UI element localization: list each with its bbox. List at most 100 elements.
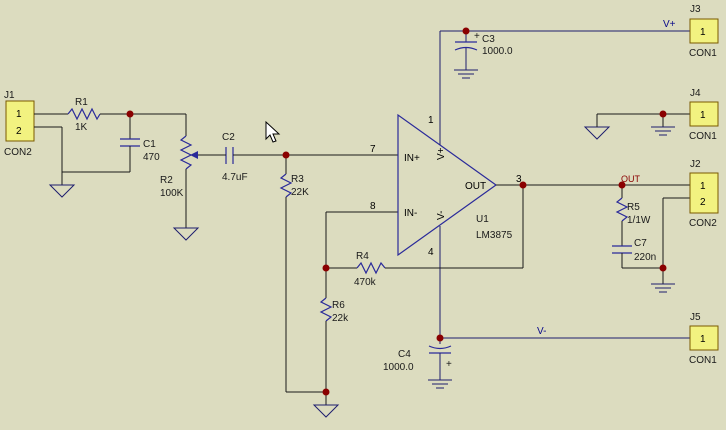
junctions — [126, 27, 667, 396]
c3-value: 1000.0 — [482, 46, 513, 57]
capacitor-c3[interactable]: + C3 1000.0 — [454, 31, 513, 70]
j5-pin1: 1 — [700, 334, 706, 345]
j1-pin2: 2 — [16, 126, 22, 137]
ground-symbol-8 — [651, 126, 675, 136]
connector-j5[interactable]: J5 1 CON1 — [689, 312, 719, 366]
connector-j4[interactable]: J4 1 CON1 — [689, 88, 719, 142]
j2-body — [689, 172, 719, 214]
junction-dot — [322, 388, 330, 396]
j1-wires — [34, 113, 130, 185]
ground-symbol-1 — [48, 184, 76, 198]
r4-ref: R4 — [356, 251, 369, 262]
capacitor-c1[interactable]: C1 470 — [120, 114, 160, 172]
j1-type: CON2 — [4, 147, 32, 158]
c4-ref: C4 — [398, 349, 411, 360]
j5-type: CON1 — [689, 355, 717, 366]
c1-ref: C1 — [143, 139, 156, 150]
potentiometer-r2[interactable]: R2 100K — [160, 114, 220, 228]
u1-pin4: 4 — [428, 247, 434, 258]
j4-body — [689, 101, 719, 127]
c4-value: 1000.0 — [383, 362, 414, 373]
c2-ref: C2 — [222, 132, 235, 143]
connector-j3[interactable]: J3 1 CON1 — [689, 4, 719, 59]
u1-pin8: 8 — [370, 201, 376, 212]
j3-body — [689, 18, 719, 44]
u1-pin3: 3 — [516, 174, 522, 185]
capacitor-c2[interactable]: C2 4.7uF — [220, 132, 286, 183]
junction-dot — [618, 181, 626, 189]
j2-pin2: 2 — [700, 197, 706, 208]
j5-ref: J5 — [690, 312, 701, 323]
j2-pin1: 1 — [700, 181, 706, 192]
u1-out-label: OUT — [465, 181, 486, 192]
ground-symbol-7 — [583, 126, 611, 140]
resistor-r3[interactable]: R3 22K — [279, 155, 309, 392]
r2-value: 100K — [160, 188, 184, 199]
u1-ref: U1 — [476, 214, 489, 225]
capacitor-c4[interactable]: + C4 1000.0 — [383, 338, 452, 380]
j3-pin1: 1 — [700, 27, 706, 38]
c1-value: 470 — [143, 152, 160, 163]
ground-symbol-5 — [312, 404, 340, 418]
c7-ref: C7 — [634, 238, 647, 249]
resistor-r1[interactable]: R1 1K — [67, 97, 101, 133]
j1-pin1: 1 — [16, 109, 22, 120]
j4-ref: J4 — [690, 88, 701, 99]
j2-ref: J2 — [690, 159, 701, 170]
junction-dot — [462, 27, 470, 35]
r3-ref: R3 — [291, 174, 304, 185]
opamp-u1[interactable]: IN+ IN- OUT V+ V- 7 8 1 4 3 U1 LM3875 — [370, 113, 522, 258]
c3-plus: + — [474, 31, 480, 42]
j3-ref: J3 — [690, 4, 701, 15]
j1-body — [5, 100, 35, 142]
j2-type: CON2 — [689, 218, 717, 229]
c2-value: 4.7uF — [222, 172, 248, 183]
u1-pin1: 1 — [428, 115, 434, 126]
j4-pin1: 1 — [700, 110, 706, 121]
ground-symbol-6 — [651, 283, 675, 293]
resistor-r6[interactable]: R6 22k — [319, 268, 349, 405]
r1-ref: R1 — [75, 97, 88, 108]
u1-pin7: 7 — [370, 144, 376, 155]
c3-ref: C3 — [482, 34, 495, 45]
junction-dot — [126, 110, 134, 118]
u1-value: LM3875 — [476, 230, 513, 241]
capacitor-c7[interactable]: C7 220n — [612, 238, 663, 269]
j5-body — [689, 325, 719, 351]
u1-in-plus-label: IN+ — [404, 153, 420, 164]
ground-symbol-3 — [454, 69, 478, 79]
connector-j2[interactable]: J2 1 2 CON2 — [689, 159, 719, 229]
junction-dot — [519, 181, 527, 189]
r6-value: 22k — [332, 313, 349, 324]
ground-symbol-2 — [172, 227, 200, 241]
junction-dot — [659, 264, 667, 272]
resistor-r5[interactable]: R5 1/1W — [615, 185, 651, 246]
u1-vminus-label: V- — [436, 211, 447, 220]
r2-ref: R2 — [160, 175, 173, 186]
r5-ref: R5 — [627, 202, 640, 213]
resistor-r4[interactable]: R4 470k — [326, 251, 523, 288]
r5-value: 1/1W — [627, 215, 651, 226]
c4-plus: + — [446, 359, 452, 370]
r3-value: 22K — [291, 187, 309, 198]
connector-j1[interactable]: J1 1 2 CON2 — [4, 90, 35, 158]
r1-value: 1K — [75, 122, 88, 133]
c7-value: 220n — [634, 252, 656, 263]
mouse-cursor-icon — [265, 120, 281, 143]
junction-dot — [659, 110, 667, 118]
net-label-out: OUT — [621, 174, 641, 184]
junction-dot — [436, 334, 444, 342]
junction-dot — [322, 264, 330, 272]
ground-symbol-4 — [428, 379, 452, 389]
u1-in-minus-label: IN- — [404, 208, 417, 219]
u1-vplus-label: V+ — [436, 147, 447, 160]
j4-type: CON1 — [689, 131, 717, 142]
j3-type: CON1 — [689, 48, 717, 59]
net-label-vplus: V+ — [663, 19, 676, 30]
junction-dot — [282, 151, 290, 159]
net-label-vminus: V- — [537, 326, 546, 337]
j1-ref: J1 — [4, 90, 15, 101]
r4-value: 470k — [354, 277, 377, 288]
r6-ref: R6 — [332, 300, 345, 311]
